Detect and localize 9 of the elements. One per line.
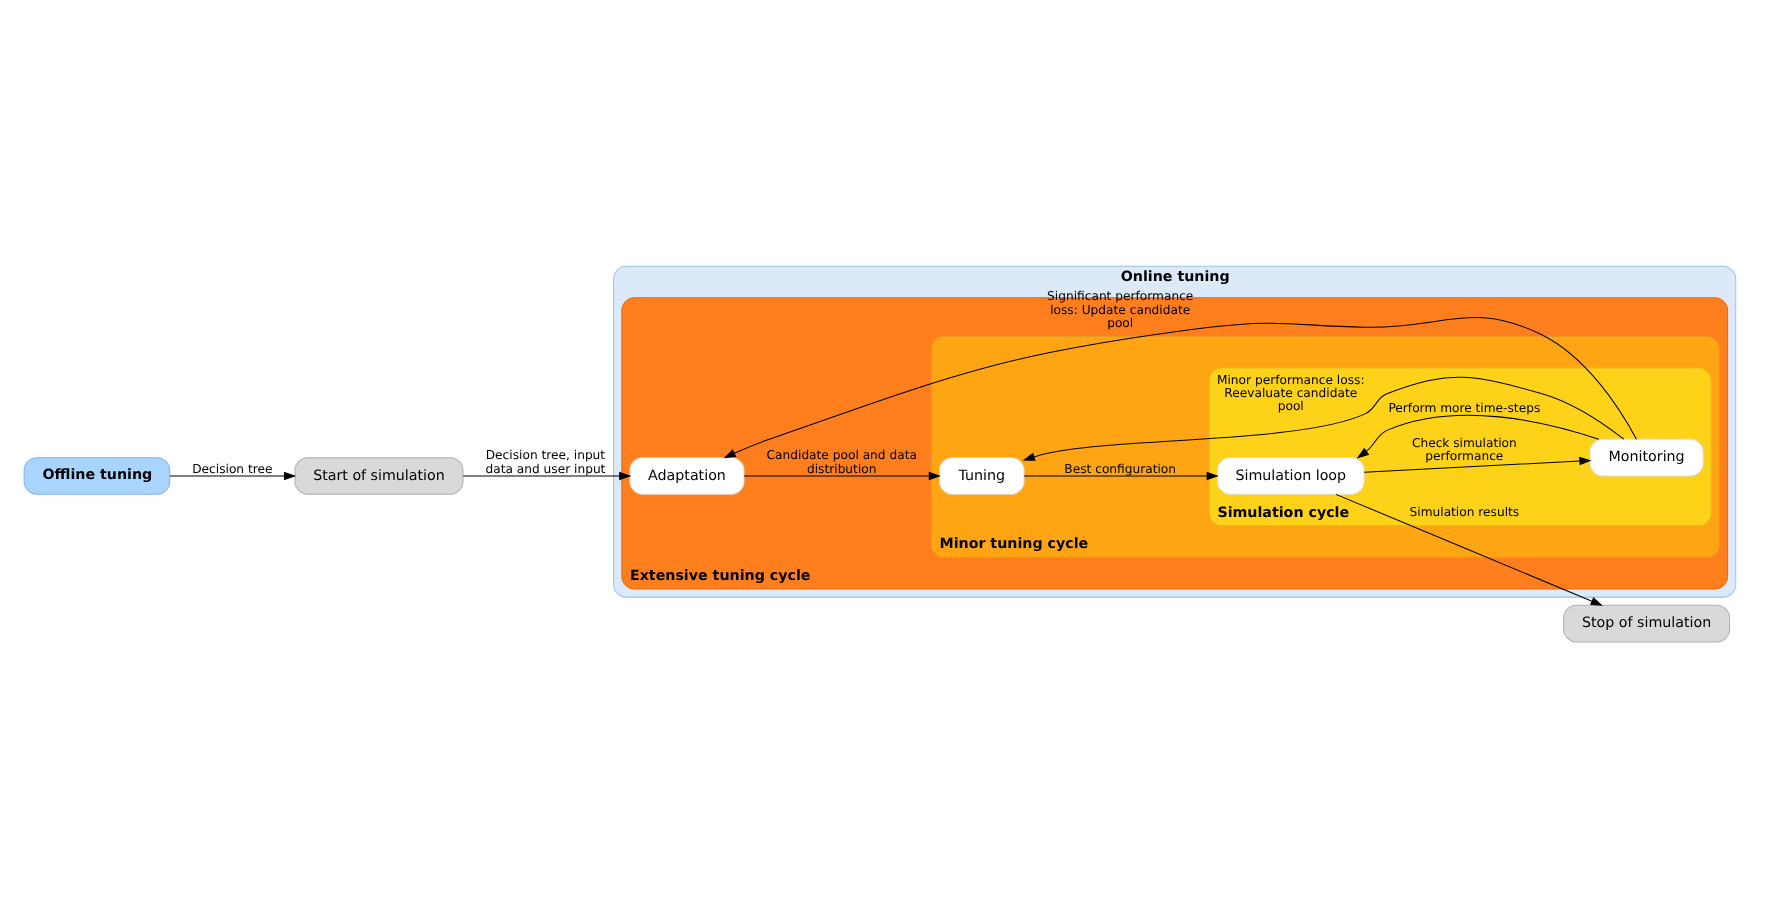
arrow — [1363, 456, 1592, 473]
arrow — [723, 317, 1637, 459]
arrow — [462, 471, 632, 481]
arrow — [1023, 471, 1219, 481]
arrow — [169, 471, 297, 481]
arrow — [1022, 376, 1625, 461]
arrow — [1335, 493, 1603, 606]
arrow — [1356, 414, 1600, 459]
arrow — [743, 471, 941, 481]
